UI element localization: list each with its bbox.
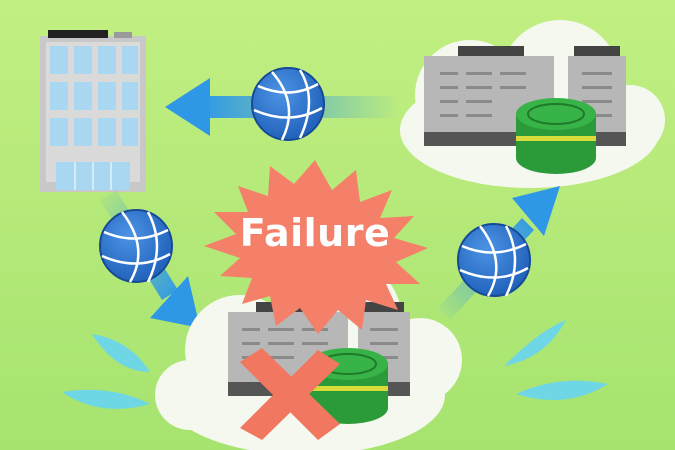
failure-burst-icon [204,160,428,334]
database-icon-top [516,98,596,174]
globe-icon-left [99,209,173,283]
droplet-icon-right [504,320,608,401]
cross-icon [240,348,340,440]
database-icon-bottom [308,348,388,424]
droplet-icon-left [62,334,150,409]
globe-icon-right [457,223,531,297]
globe-icon-top [251,67,325,141]
failure-label: Failure [239,211,391,255]
office-building-icon [40,30,146,192]
